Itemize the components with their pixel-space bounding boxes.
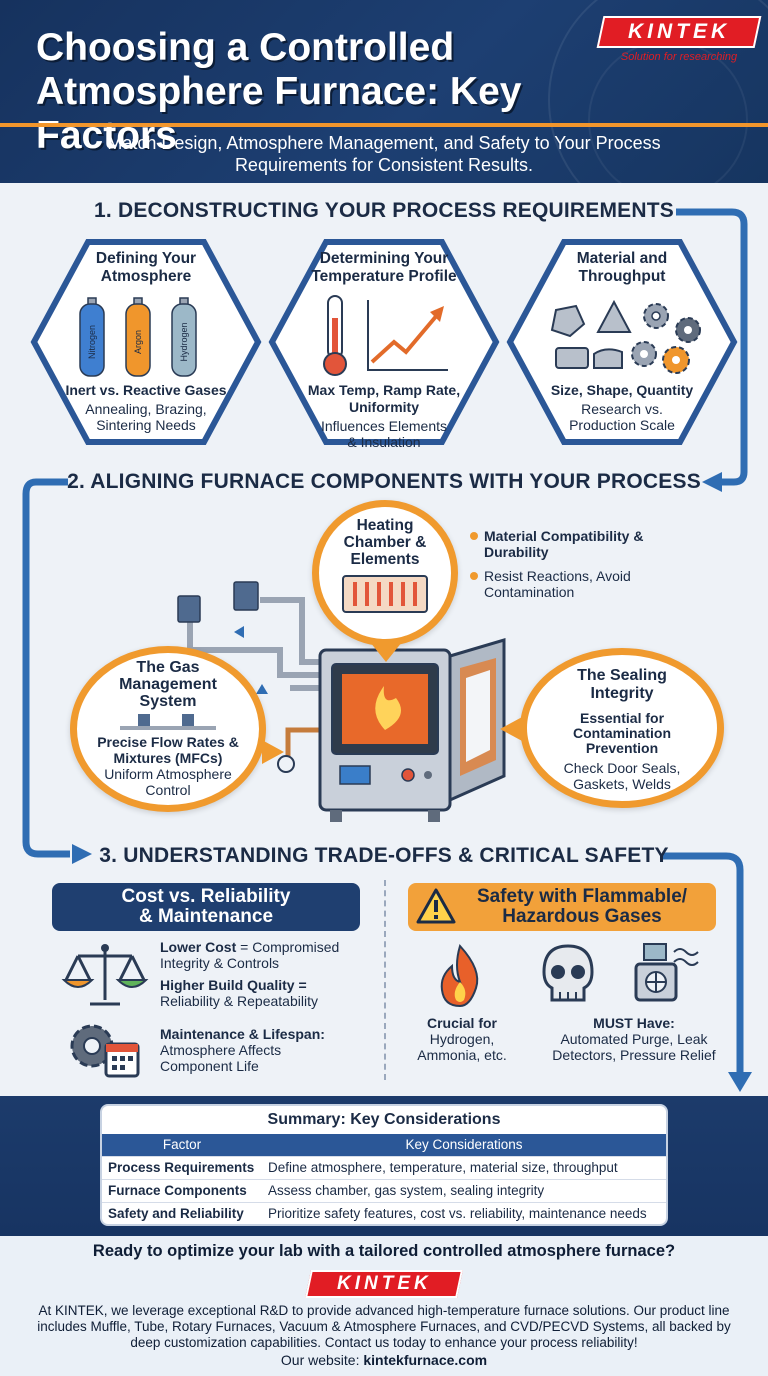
table-header-row: Factor Key Considerations [102,1134,666,1156]
warning-icon [416,888,456,924]
cylinder-label: Argon [133,330,143,354]
furnace-illustration [177,581,506,822]
flame-icon [440,944,479,1008]
table-row: Process Requirements Define atmosphere, … [102,1155,666,1179]
mass-flow-controller-icon [120,714,216,730]
hexagon-frame [268,239,500,445]
purge-valve-icon [634,943,699,1002]
title-line: Atmosphere Furnace: Key Factors [36,70,522,157]
table-row: Safety and Reliability Prioritize safety… [102,1201,666,1224]
section-title-tradeoffs: 3. UNDERSTANDING TRADE-OFFS & CRITICAL S… [99,844,669,867]
thermometer-icon [323,295,448,376]
card-highlight: Max Temp, Ramp Rate,Uniformity [307,382,461,415]
cost-item-lower-cost: Lower Cost = Compromised Integrity & Con… [160,939,340,971]
callout-title: The Sealing Integrity [577,667,667,702]
cylinder-label: Nitrogen [87,325,97,359]
temperature-graphic [288,290,480,382]
column-header-considerations: Key Considerations [262,1134,666,1156]
brand-name: KINTEK [627,20,731,43]
heating-element-icon [342,575,428,613]
page-title: Choosing a Controlled Atmosphere Furnace… [36,26,596,158]
safety-must-have: MUST Have: Automated Purge, Leak Detecto… [552,1015,716,1063]
page-subtitle: Match Design, Atmosphere Management, and… [40,132,728,176]
bullet-dot [470,532,478,540]
table-cell-considerations: Prioritize safety features, cost vs. rel… [262,1201,666,1224]
section-title-components: 2. ALIGNING FURNACE COMPONENTS WITH YOUR… [67,470,701,493]
cost-reliability-header: Cost vs. Reliability & Maintenance [52,883,360,931]
call-to-action: Ready to optimize your lab with a tailor… [92,1242,676,1260]
table-cell-considerations: Assess chamber, gas system, sealing inte… [262,1178,666,1202]
summary-table-card: Summary: Key Considerations Factor Key C… [100,1104,668,1226]
card-highlight: Size, Shape, Quantity [550,382,694,398]
summary-title: Summary: Key Considerations [267,1111,501,1128]
footer-website: Our website: kintekfurnace.com [280,1352,488,1368]
header-banner: Choosing a Controlled Atmosphere Furnace… [0,0,768,183]
cylinder-label: Hydrogen [179,322,189,361]
card-text: Annealing, Brazing,Sintering Needs [85,401,207,433]
gas-system-callout: The Gas Management System Precise Flow R… [70,646,266,812]
brand-logo[interactable]: KINTEK Solution for researching [596,16,762,63]
table-cell-considerations: Define atmosphere, temperature, material… [262,1155,666,1179]
callout-pointer [262,740,284,764]
callout-title: The Gas Management System [119,659,217,710]
callout-title: Heating Chamber & Elements [343,517,427,568]
footer [0,1236,768,1376]
cost-item-build-quality: Higher Build Quality = Reliability & Rep… [160,977,318,1009]
safety-header: Safety with Flammable/ Hazardous Gases [408,883,716,931]
section-divider [384,880,386,1080]
callout-text: Uniform Atmosphere Control [104,766,232,798]
safety-crucial-for: Crucial for Hydrogen, Ammonia, etc. [417,1015,507,1063]
header-decoration [548,0,768,183]
gear-calendar-icon [70,1024,140,1078]
shapes-gears-icon [550,299,701,374]
footer-description: At KINTEK, we leverage exceptional R&D t… [37,1303,731,1350]
hexagon-frame [506,239,738,445]
callout-text: Check Door Seals, Gaskets, Welds [563,760,681,792]
balance-scale-icon [61,944,149,1006]
table-cell-factor: Safety and Reliability [102,1201,262,1224]
shapes-graphic [526,290,718,382]
callout-highlight: Essential for Contamination Prevention [573,710,671,756]
footer-brand-logo[interactable]: KINTEK [305,1270,463,1298]
brand-logo-box: KINTEK [305,1270,463,1298]
brand-logo-box: KINTEK [596,16,762,48]
table-cell-factor: Furnace Components [102,1178,262,1202]
title-line: Choosing a Controlled [36,26,455,69]
subtitle-line: Match Design, Atmosphere Management, and… [107,133,661,153]
callout-pointer [370,642,402,662]
brand-name: KINTEK [336,1273,432,1294]
summary-table: Factor Key Considerations Process Requir… [102,1134,666,1224]
heating-chamber-callout: Heating Chamber & Elements [312,500,458,646]
table-cell-factor: Process Requirements [102,1155,262,1179]
card-text: Influences Elements& Insulation [320,418,448,450]
section-title-requirements: 1. DECONSTRUCTING YOUR PROCESS REQUIREME… [94,199,674,222]
heating-note-compatibility: Material Compatibility &Durability [470,528,643,560]
card-highlight: Inert vs. Reactive Gases [65,382,227,398]
gas-cylinder-icon: Nitrogen Argon Hydrogen [79,297,197,377]
sealing-integrity-callout: The Sealing Integrity Essential for Cont… [520,648,724,808]
skull-icon [542,944,594,1002]
card-text: Research vs.Production Scale [569,401,675,433]
website-link[interactable]: kintekfurnace.com [363,1352,488,1368]
brand-tagline: Solution for researching [620,51,738,63]
column-header-factor: Factor [102,1134,262,1156]
callout-pointer [500,716,524,742]
callout-highlight: Precise Flow Rates & Mixtures (MFCs) [97,734,239,766]
gas-cylinders-graphic: Nitrogen Argon Hydrogen [50,290,242,382]
subtitle-line: Requirements for Consistent Results. [234,155,534,175]
cost-item-maintenance: Maintenance & Lifespan: Atmosphere Affec… [160,1026,325,1074]
header-divider [0,123,768,127]
table-row: Furnace Components Assess chamber, gas s… [102,1178,666,1202]
bullet-dot [470,572,478,580]
